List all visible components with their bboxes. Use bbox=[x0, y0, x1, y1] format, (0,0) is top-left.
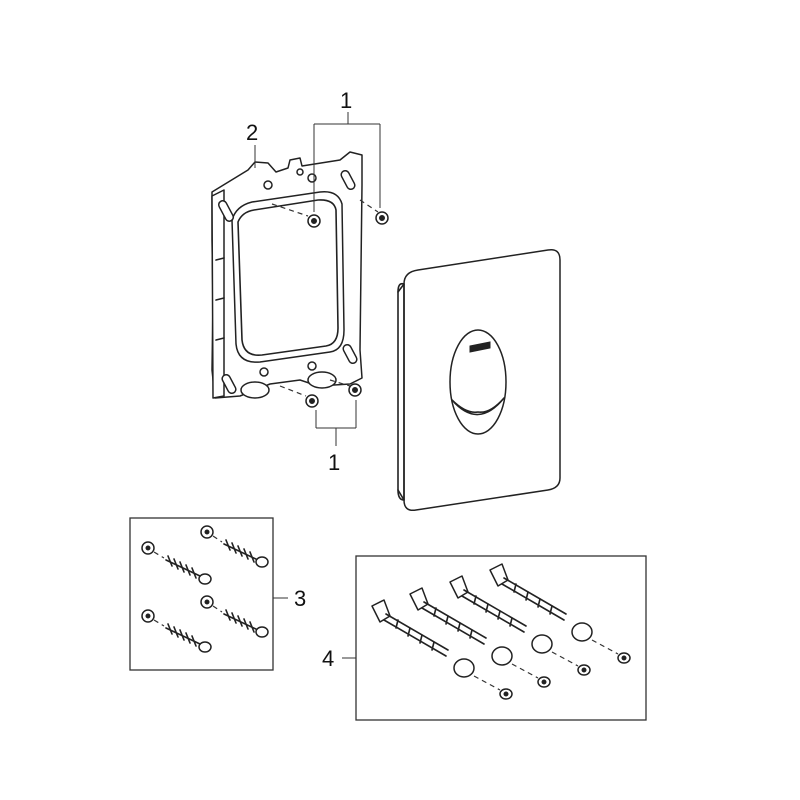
screw-icon bbox=[271, 199, 389, 228]
extension-bolt-icon bbox=[489, 563, 631, 664]
callout-wall-screws: 3 bbox=[294, 586, 306, 611]
extension-bolt-icon bbox=[371, 599, 513, 700]
callout-screws-top: 1 bbox=[340, 88, 352, 113]
callout-leaders bbox=[254, 112, 381, 446]
extension-bolts-set bbox=[342, 555, 647, 721]
callout-screws-bottom: 1 bbox=[328, 450, 340, 475]
callout-frame: 2 bbox=[246, 120, 258, 145]
flush-plate bbox=[397, 248, 561, 512]
extension-bolt-icon bbox=[409, 587, 551, 688]
extension-bolt-icon bbox=[449, 575, 591, 676]
callout-extension-bolts: 4 bbox=[322, 646, 334, 671]
mounting-frame bbox=[211, 151, 363, 399]
wall-screws-set bbox=[129, 517, 288, 671]
screw-icon bbox=[279, 379, 362, 408]
